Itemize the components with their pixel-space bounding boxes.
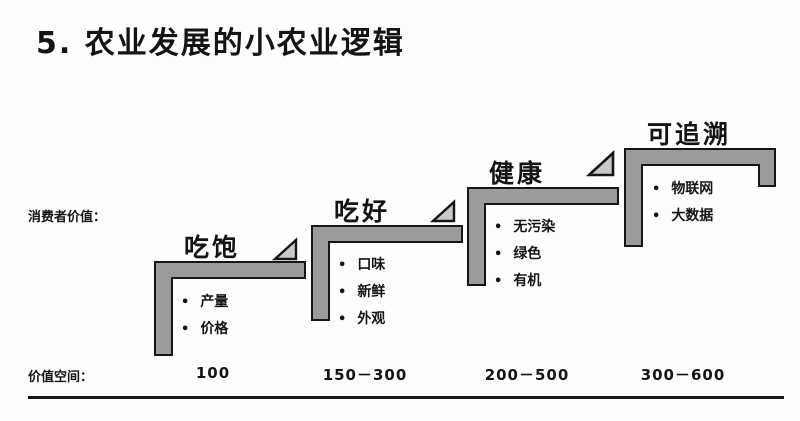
step-3-value-range: 200－500	[484, 366, 570, 384]
arrow-up-icon	[586, 150, 615, 177]
step-3-stair-shape	[467, 187, 619, 286]
step-4-value-range: 300－600	[640, 366, 726, 384]
list-item: 口味	[338, 257, 385, 274]
step-2-stair-shape	[311, 225, 463, 321]
list-item: 产量	[181, 294, 228, 311]
step-1-stair-shape	[154, 261, 306, 356]
step-1-label: 吃饱	[184, 233, 241, 262]
list-item: 价格	[181, 321, 228, 338]
list-item: 有机	[494, 273, 555, 290]
list-item: 无污染	[494, 219, 555, 236]
list-item: 外观	[338, 311, 385, 328]
step-2-label: 吃好	[334, 197, 391, 226]
step-2-value-range: 150－300	[322, 366, 408, 384]
step-4-item-list: 物联网 大数据	[652, 181, 713, 235]
page-title: 5. 农业发展的小农业逻辑	[36, 26, 405, 61]
arrow-up-icon	[430, 199, 456, 223]
consumer-value-label: 消费者价值：	[28, 210, 107, 225]
step-3-item-list: 无污染 绿色 有机	[494, 219, 555, 300]
list-item: 新鲜	[338, 284, 385, 301]
list-item: 物联网	[652, 181, 713, 198]
step-4-stair-shape	[624, 148, 776, 247]
step-2-item-list: 口味 新鲜 外观	[338, 257, 385, 338]
arrow-up-icon	[272, 237, 298, 261]
step-1-item-list: 产量 价格	[181, 294, 228, 348]
value-space-label: 价值空间：	[28, 370, 94, 385]
step-4-label: 可追溯	[647, 120, 732, 149]
list-item: 大数据	[652, 208, 713, 225]
step-3-label: 健康	[489, 159, 546, 188]
list-item: 绿色	[494, 246, 555, 263]
bottom-axis-line	[28, 396, 784, 399]
step-1-value-range: 100	[195, 364, 231, 382]
